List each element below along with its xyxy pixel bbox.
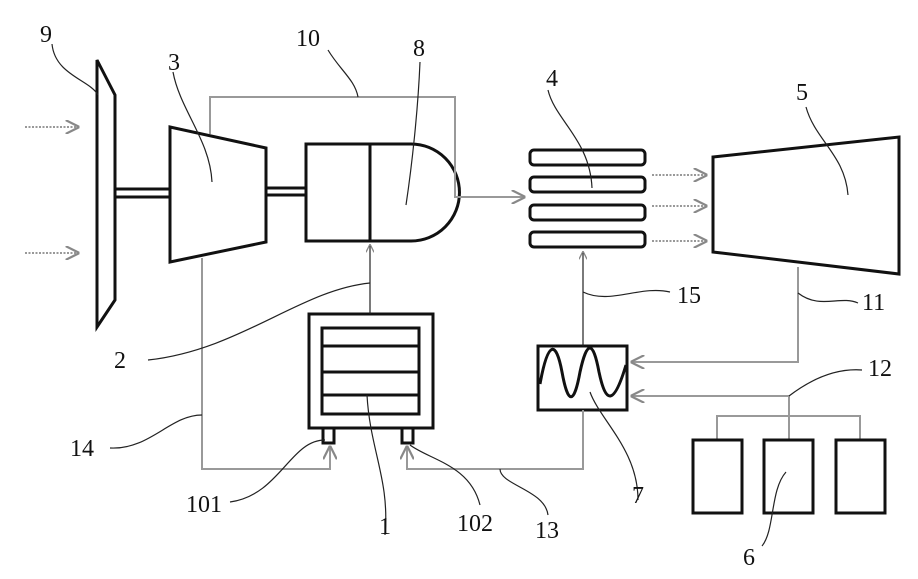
box-6b [764, 440, 813, 513]
label-15: 15 [677, 283, 701, 309]
leader-11 [798, 293, 858, 303]
leader-6 [762, 472, 786, 546]
port-102 [402, 428, 413, 443]
leader-4 [548, 90, 592, 188]
wave-7 [540, 348, 626, 397]
label-10: 10 [296, 26, 320, 52]
compressor-3 [170, 127, 266, 262]
leader-12 [789, 370, 862, 396]
leader-102 [410, 445, 480, 505]
line-12 [632, 396, 789, 440]
label-6: 6 [743, 545, 755, 571]
leader-9 [52, 44, 98, 95]
box-6a [693, 440, 742, 513]
leader-3 [173, 72, 212, 182]
leader-5 [806, 107, 848, 195]
label-13: 13 [535, 518, 559, 544]
pipe-14 [202, 258, 330, 469]
label-11: 11 [862, 290, 885, 316]
label-3: 3 [168, 50, 180, 76]
plate-4d [530, 232, 645, 247]
port-101 [323, 428, 334, 443]
leader-2 [148, 283, 370, 360]
label-1: 1 [379, 514, 391, 540]
leader-10 [328, 50, 358, 97]
line-11 [632, 267, 798, 362]
label-9: 9 [40, 22, 52, 48]
leader-7 [590, 392, 638, 500]
motor-unit-8 [306, 144, 459, 241]
plate-4b [530, 177, 645, 192]
leader-15 [583, 290, 670, 296]
label-5: 5 [796, 80, 808, 106]
leader-8 [406, 62, 420, 205]
label-8: 8 [413, 36, 425, 62]
label-14: 14 [70, 436, 94, 462]
label-101: 101 [186, 492, 222, 518]
intake-plate-9 [97, 60, 115, 327]
wave-box-7 [538, 346, 627, 410]
box-6c [836, 440, 885, 513]
label-12: 12 [868, 356, 892, 382]
label-2: 2 [114, 348, 126, 374]
leader-101 [230, 440, 325, 502]
label-7: 7 [632, 483, 644, 509]
label-4: 4 [546, 66, 558, 92]
leader-14 [110, 415, 202, 448]
leader-13 [500, 469, 548, 515]
plate-4c [530, 205, 645, 220]
label-102: 102 [457, 511, 493, 537]
turbine-5 [713, 137, 899, 274]
